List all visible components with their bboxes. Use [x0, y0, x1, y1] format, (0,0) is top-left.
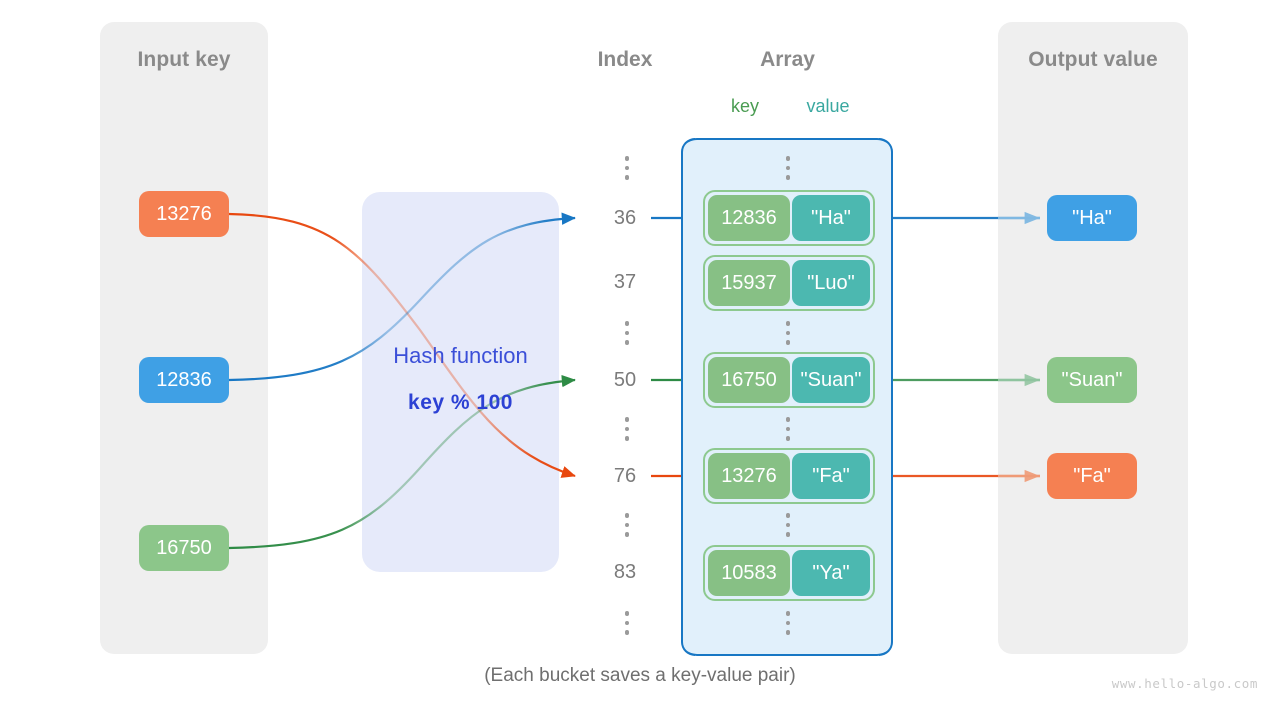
bucket-key: 15937	[708, 260, 790, 306]
bucket-key: 13276	[708, 453, 790, 499]
index-label-36: 36	[613, 207, 637, 229]
index-ellipsis-2	[616, 321, 638, 350]
index-ellipsis-bottom	[616, 611, 638, 640]
hash-function-formula: key % 100	[408, 391, 513, 414]
bucket-row[interactable]: 16750 "Suan"	[703, 352, 875, 408]
bucket-value: "Suan"	[792, 357, 870, 403]
array-bracket-right	[879, 138, 893, 656]
index-label-37: 37	[613, 271, 637, 293]
index-column-heading: Index	[597, 48, 653, 71]
hash-function-box	[362, 192, 559, 572]
output-value-chip-suan[interactable]: "Suan"	[1047, 357, 1137, 403]
index-label-50: 50	[613, 369, 637, 391]
output-value-chip-fa[interactable]: "Fa"	[1047, 453, 1137, 499]
value-subheading: value	[806, 96, 850, 116]
input-key-chip-12836[interactable]: 12836	[139, 357, 229, 403]
bucket-key: 10583	[708, 550, 790, 596]
bucket-row[interactable]: 13276 "Fa"	[703, 448, 875, 504]
input-key-chip-16750[interactable]: 16750	[139, 525, 229, 571]
input-key-panel-title: Input key	[137, 48, 231, 71]
output-value-chip-ha[interactable]: "Ha"	[1047, 195, 1137, 241]
watermark-url: www.hello-algo.com	[1111, 676, 1258, 691]
index-ellipsis-3	[616, 417, 638, 446]
index-ellipsis-top	[616, 156, 638, 185]
bucket-value: "Ha"	[792, 195, 870, 241]
hash-function-label: Hash function	[393, 343, 528, 368]
bucket-value: "Luo"	[792, 260, 870, 306]
index-label-83: 83	[613, 561, 637, 583]
bucket-key: 12836	[708, 195, 790, 241]
array-column-heading: Array	[760, 48, 815, 71]
input-key-chip-13276[interactable]: 13276	[139, 191, 229, 237]
bucket-value: "Ya"	[792, 550, 870, 596]
footer-caption: (Each bucket saves a key-value pair)	[484, 665, 796, 686]
bucket-row[interactable]: 10583 "Ya"	[703, 545, 875, 601]
bucket-row[interactable]: 15937 "Luo"	[703, 255, 875, 311]
array-bracket-left	[681, 138, 695, 656]
array-ellipsis-2	[777, 321, 799, 350]
array-ellipsis-4	[777, 513, 799, 542]
array-ellipsis-3	[777, 417, 799, 446]
bucket-key: 16750	[708, 357, 790, 403]
array-ellipsis-bottom	[777, 611, 799, 640]
bucket-row[interactable]: 12836 "Ha"	[703, 190, 875, 246]
array-ellipsis-top	[777, 156, 799, 185]
index-label-76: 76	[613, 465, 637, 487]
output-value-panel-title: Output value	[1028, 48, 1158, 71]
output-value-panel: Output value	[998, 22, 1188, 654]
key-subheading: key	[730, 96, 759, 116]
bucket-value: "Fa"	[792, 453, 870, 499]
index-ellipsis-4	[616, 513, 638, 542]
